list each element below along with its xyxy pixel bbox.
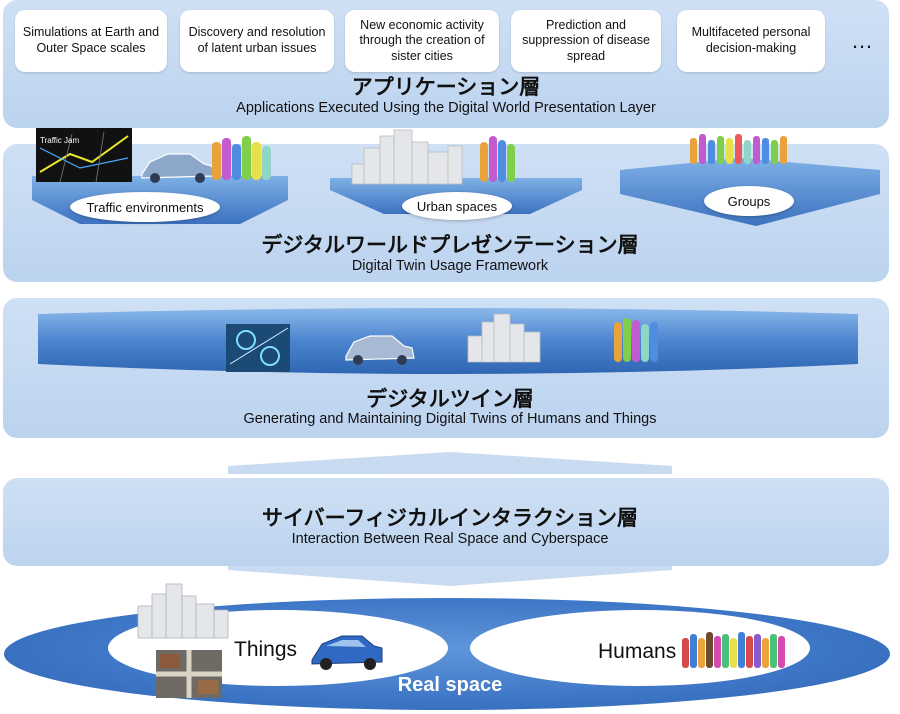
- real-crowd-icon: [682, 632, 785, 668]
- real-car-icon: [311, 635, 383, 670]
- application-layer-title-jp: アプリケーション層: [351, 75, 541, 99]
- twin-layer-title-jp: デジタルツイン層: [366, 387, 534, 411]
- platform-label-groups: Groups: [704, 186, 794, 216]
- traffic-map-thumbnail: [36, 128, 132, 182]
- humans-oval: [470, 610, 810, 686]
- colored-people-icon: [212, 136, 271, 180]
- twin-cylinder-band: [38, 308, 858, 374]
- cyber-physical-title-jp: サイバーフィジカルインタラクション層: [262, 506, 638, 530]
- app-box-urban-issues: Discovery and resolution of latent urban…: [180, 10, 334, 72]
- app-box-simulations: Simulations at Earth and Outer Space sca…: [15, 10, 167, 72]
- twin-people-icon: [614, 318, 658, 362]
- upward-arrow: [228, 452, 672, 474]
- application-layer-title-en: Applications Executed Using the Digital …: [236, 100, 656, 116]
- twin-buildings-icon: [467, 313, 541, 363]
- platform-label-urban: Urban spaces: [402, 192, 512, 220]
- city-buildings-icon: [351, 129, 463, 185]
- app-box-sister-cities: New economic activity through the creati…: [345, 10, 499, 72]
- humans-label: Humans: [598, 640, 677, 663]
- real-buildings-icon: [137, 583, 229, 639]
- presentation-layer-title-jp: デジタルワールドプレゼンテーション層: [261, 233, 639, 257]
- downward-arrow: [228, 566, 672, 586]
- cyber-physical-layer: [3, 478, 889, 566]
- twin-layer-title-en: Generating and Maintaining Digital Twins…: [243, 411, 657, 427]
- platform-label-traffic: Traffic environments: [70, 192, 220, 222]
- application-layer: Simulations at Earth and Outer Space sca…: [3, 0, 889, 128]
- urban-people-icon: [480, 136, 515, 182]
- app-box-decision: Multifaceted personal decision-making: [677, 10, 825, 72]
- things-label: Things: [234, 638, 298, 661]
- wireframe-car-icon: [141, 153, 215, 183]
- real-space-label: Real space: [397, 674, 503, 696]
- cyber-physical-title-en: Interaction Between Real Space and Cyber…: [291, 531, 609, 547]
- real-space-icons: [137, 583, 785, 698]
- tech-network-thumbnail: [226, 324, 290, 372]
- twin-car-icon: [345, 335, 415, 365]
- app-box-disease: Prediction and suppression of disease sp…: [511, 10, 661, 72]
- presentation-layer-title-en: Digital Twin Usage Framework: [351, 258, 549, 274]
- more-ellipsis: …: [851, 28, 875, 53]
- crowd-group-icon: [690, 134, 787, 164]
- twin-cylinder: [38, 308, 858, 374]
- traffic-jam-text: Traffic Jam: [40, 136, 79, 145]
